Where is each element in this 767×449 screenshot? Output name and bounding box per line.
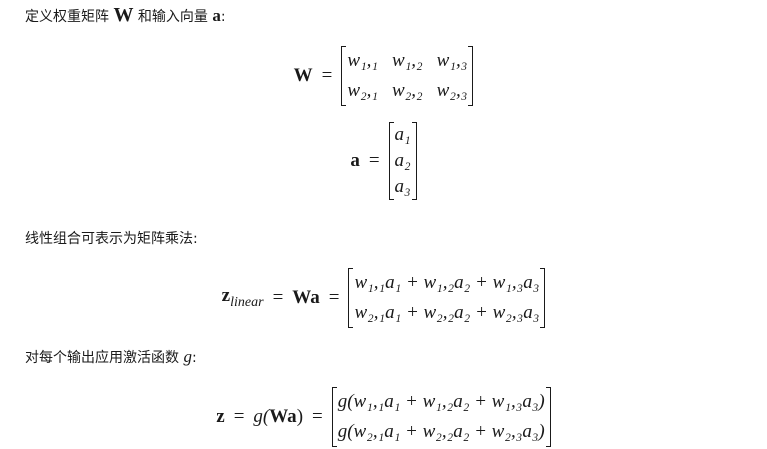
vector-cell: a₁ bbox=[394, 124, 411, 145]
eq-w-lhs: W bbox=[293, 65, 313, 86]
activation-symbol: g bbox=[183, 347, 192, 366]
vector-cell: w₁,₁a₁ + w₁,₂a₂ + w₁,₃a₃ bbox=[354, 272, 540, 293]
linear-subscript: linear bbox=[230, 294, 264, 310]
wa-product: Wa bbox=[292, 287, 320, 308]
weight-matrix: w₁,₁ w₁,₂ w₁,₃ w₂,₁ w₂,₂ w₂,₃ bbox=[341, 46, 474, 106]
activation-result-vector: g(w₁,₁a₁ + w₁,₂a₂ + w₁,₃a₃) g(w₂,₁a₁ + w… bbox=[331, 387, 551, 447]
equation-activation: z = g(Wa) = g(w₁,₁a₁ + w₁,₂a₂ + w₁,₃a₃) … bbox=[0, 387, 767, 447]
activation-suffix: : bbox=[191, 350, 197, 366]
vector-cell: g(w₁,₁a₁ + w₁,₂a₂ + w₁,₃a₃) bbox=[337, 391, 545, 412]
activation-prefix: 对每个输出应用激活函数 bbox=[25, 350, 184, 366]
intro-middle: 和输入向量 bbox=[133, 9, 213, 25]
matrix-cell: w₁,₂ bbox=[392, 50, 423, 71]
matrix-cell: w₂,₁ bbox=[347, 80, 379, 101]
eq-z-equals-1: = bbox=[233, 406, 245, 427]
vector-cell: w₂,₁a₁ + w₂,₂a₂ + w₂,₃a₃ bbox=[354, 302, 540, 323]
matrix-cell: w₁,₁ bbox=[347, 50, 379, 71]
eq-a-equals: = bbox=[368, 150, 380, 171]
intro-suffix: : bbox=[220, 9, 226, 25]
eq-linear-equals-2: = bbox=[328, 287, 340, 308]
wa-argument: Wa bbox=[269, 406, 297, 427]
eq-a-lhs: a bbox=[350, 150, 360, 171]
equation-input-vector: a = a₁ a₂ a₃ bbox=[0, 122, 767, 200]
linear-result-vector: w₁,₁a₁ + w₁,₂a₂ + w₁,₃a₃ w₂,₁a₁ + w₂,₂a₂… bbox=[348, 268, 546, 328]
activation-paragraph: 对每个输出应用激活函数 g: bbox=[25, 347, 197, 368]
g-close: ) bbox=[296, 406, 304, 427]
equation-weight-matrix: W = w₁,₁ w₁,₂ w₁,₃ w₂,₁ w₂,₂ w₂,₃ bbox=[0, 46, 767, 106]
eq-linear-equals-1: = bbox=[272, 287, 284, 308]
z-symbol: z bbox=[221, 285, 231, 307]
eq-linear-lhs: zlinear bbox=[222, 285, 264, 311]
matrix-cell: w₂,₃ bbox=[436, 80, 468, 101]
matrix-cell: w₁,₃ bbox=[436, 50, 468, 71]
vector-cell: g(w₂,₁a₁ + w₂,₂a₂ + w₂,₃a₃) bbox=[337, 421, 545, 442]
weight-matrix-symbol: W bbox=[113, 4, 134, 26]
matrix-cell: w₂,₂ bbox=[392, 80, 423, 101]
eq-z-lhs: z bbox=[216, 406, 225, 427]
vector-cell: a₃ bbox=[394, 176, 411, 197]
linear-combination-paragraph: 线性组合可表示为矩阵乘法: bbox=[25, 231, 198, 247]
equation-linear: zlinear = Wa = w₁,₁a₁ + w₁,₂a₂ + w₁,₃a₃ … bbox=[0, 268, 767, 328]
input-vector-symbol: a bbox=[212, 6, 221, 25]
intro-paragraph: 定义权重矩阵 W 和输入向量 a: bbox=[25, 5, 226, 27]
eq-z-equals-2: = bbox=[312, 406, 323, 427]
intro-prefix: 定义权重矩阵 bbox=[25, 9, 114, 25]
g-open: g( bbox=[253, 406, 270, 427]
vector-cell: a₂ bbox=[394, 150, 411, 171]
input-vector: a₁ a₂ a₃ bbox=[388, 122, 417, 200]
eq-w-equals: = bbox=[321, 65, 333, 86]
